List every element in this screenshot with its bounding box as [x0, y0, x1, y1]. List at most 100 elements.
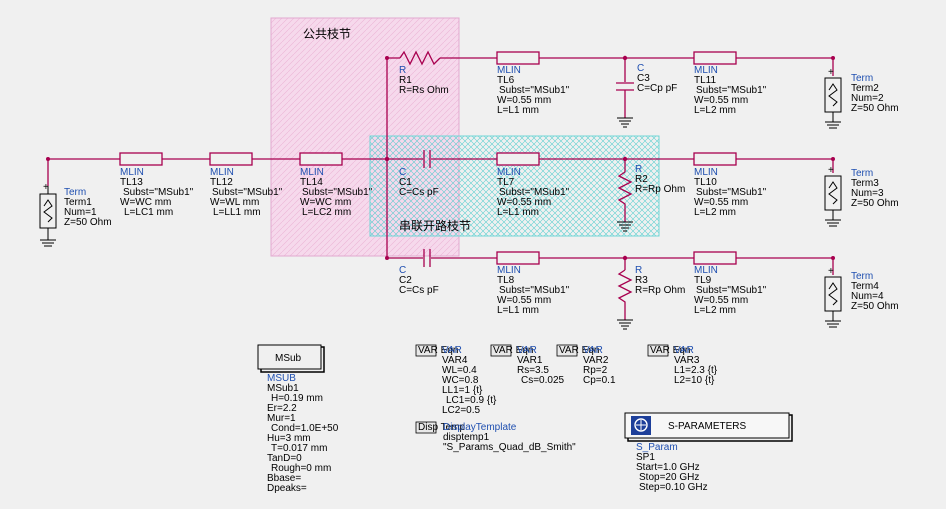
components.term4-label-line: Term4 [851, 281, 879, 292]
sparam-label-line: S_Param [636, 442, 678, 453]
components.r1-label-line: R [399, 65, 406, 76]
capacitor-c3-symbol[interactable] [616, 82, 634, 128]
components.tl8-label-line: MLIN [497, 265, 521, 276]
s-parameters-block[interactable]: S-PARAMETERS [624, 412, 793, 442]
var1-icon-text: VAR Eqn [493, 345, 533, 356]
msub-label-line: H=0.19 mm [271, 393, 323, 404]
components.term3-label-line: Z=50 Ohm [851, 198, 899, 209]
components.c1-label-line: C=Cs pF [399, 187, 439, 198]
mlin-tl9-symbol[interactable] [693, 251, 737, 265]
resistor-r1-symbol[interactable] [399, 50, 441, 66]
vars.var4-label-line: VAR [442, 345, 462, 356]
var2-icon[interactable] [556, 344, 578, 357]
mlin-tl13-symbol[interactable] [119, 152, 163, 166]
components.tl9-label-line: W=0.55 mm [694, 295, 748, 306]
term4-symbol[interactable]: + [824, 266, 842, 328]
components.tl7-label-line: Subst="MSub1" [499, 187, 570, 198]
msub-block[interactable]: MSub [257, 344, 325, 373]
components.r3-label-line: R [635, 265, 642, 276]
components.c3-label-line: C3 [637, 73, 650, 84]
vars.var3-label-line: VAR3 [674, 355, 700, 366]
display-template-icon-text: Disp Temp [418, 422, 465, 433]
var1-icon[interactable] [490, 344, 512, 357]
var4-icon[interactable] [415, 344, 437, 357]
term2-symbol[interactable]: + [824, 67, 842, 129]
components.term1-label-line: Num=1 [64, 207, 97, 218]
vars.var1-label-line: Rs=3.5 [517, 365, 549, 376]
components.tl11-label-line: TL11 [694, 75, 716, 86]
msub-label-line: Er=2.2 [267, 403, 297, 414]
components.term4-label-line: Num=4 [851, 291, 884, 302]
msub-label-line: Bbase= [267, 473, 301, 484]
mlin-tl7-symbol[interactable] [496, 152, 540, 166]
var2-icon-text: VAR Eqn [559, 345, 599, 356]
msub-label-line: Hu=3 mm [267, 433, 311, 444]
components.term4-label-line: Z=50 Ohm [851, 301, 899, 312]
resistor-r2-symbol[interactable] [617, 171, 633, 232]
msub-label-line: TanD=0 [267, 453, 302, 464]
msub-box-label: MSub [275, 353, 302, 364]
components.tl9-label-line: MLIN [694, 265, 718, 276]
msub-label-line: MSub1 [267, 383, 299, 394]
var3-icon-text: VAR Eqn [650, 345, 690, 356]
term3-symbol[interactable]: + [824, 165, 842, 227]
var-icons: VAR Eqn VAR Eqn VAR Eqn VAR Eqn [415, 344, 690, 357]
msub-label-line: Cond=1.0E+50 [271, 423, 339, 434]
components.tl8-label-line: TL8 [497, 275, 515, 286]
components.tl7-label-line: MLIN [497, 167, 521, 178]
common-stub-title: 公共枝节 [303, 26, 351, 41]
components.tl8-label-line: L=L1 mm [497, 305, 539, 316]
mlin-tl10-symbol[interactable] [693, 152, 737, 166]
svg-text:+: + [828, 266, 834, 277]
svg-text:+: + [43, 182, 49, 193]
vars.var4-label-line: VAR4 [442, 355, 468, 366]
components.term1-label-line: Term [64, 187, 86, 198]
vars.var3-label-line: L2=10 {t} [674, 375, 715, 386]
components.tl12-label-line: W=WL mm [210, 197, 259, 208]
components.term3-label-line: Num=3 [851, 188, 884, 199]
components.tl6-label-line: L=L1 mm [497, 105, 539, 116]
components.tl11-label-line: MLIN [694, 65, 718, 76]
display-template-icon[interactable]: Disp Temp [415, 421, 465, 434]
components.tl12-label-line: Subst="MSub1" [212, 187, 283, 198]
components.c2-label-line: C=Cs pF [399, 285, 439, 296]
mlin-tl14-symbol[interactable] [299, 152, 343, 166]
components.tl11-label-line: W=0.55 mm [694, 95, 748, 106]
components.tl13-label-line: Subst="MSub1" [123, 187, 194, 198]
mlin-tl12-symbol[interactable] [209, 152, 253, 166]
mlin-tl11-symbol[interactable] [693, 51, 737, 65]
components.tl8-label-line: Subst="MSub1" [499, 285, 570, 296]
components.tl14-label-line: Subst="MSub1" [302, 187, 373, 198]
mlin-tl6-symbol[interactable] [496, 51, 540, 65]
resistor-r3-symbol[interactable] [617, 269, 633, 330]
mlin-tl8-symbol[interactable] [496, 251, 540, 265]
components.r2-label-line: R [635, 164, 642, 175]
display-template-text: DisplayTemplatedisptemp1"S_Params_Quad_d… [443, 422, 576, 453]
components.c3-label-line: C=Cp pF [637, 83, 677, 94]
components.c3-label-line: C [637, 63, 644, 74]
vars.var1-label-line: Cs=0.025 [521, 375, 565, 386]
components.c1-label-line: C [399, 167, 406, 178]
var3-icon[interactable] [647, 344, 669, 357]
vars.var2-label-line: VAR2 [583, 355, 609, 366]
components.tl9-label-line: TL9 [694, 275, 712, 286]
display_template-label-line: DisplayTemplate [443, 422, 517, 433]
msub-label-line: MSUB [267, 373, 296, 384]
msub-label-line: Mur=1 [267, 413, 296, 424]
components.tl9-label-line: L=L2 mm [694, 305, 736, 316]
components.tl10-label-line: W=0.55 mm [694, 197, 748, 208]
capacitor-c2-symbol[interactable] [410, 249, 444, 267]
vars.var4-label-line: LL1=1 {t} [442, 385, 483, 396]
vars.var2-label-line: Rp=2 [583, 365, 608, 376]
components.tl13-label-line: L=LC1 mm [124, 207, 173, 218]
capacitor-c1-symbol[interactable] [410, 150, 444, 168]
components.tl6-label-line: Subst="MSub1" [499, 85, 570, 96]
components.tl6-label-line: TL6 [497, 75, 515, 86]
components.tl12-label-line: MLIN [210, 167, 234, 178]
sparam-label-line: Stop=20 GHz [639, 472, 699, 483]
components.r2-label-line: R=Rp Ohm [635, 184, 685, 195]
s-parameters-icon [634, 418, 648, 432]
term1-symbol[interactable]: + [39, 182, 57, 247]
var4-icon-text: VAR Eqn [418, 345, 458, 356]
